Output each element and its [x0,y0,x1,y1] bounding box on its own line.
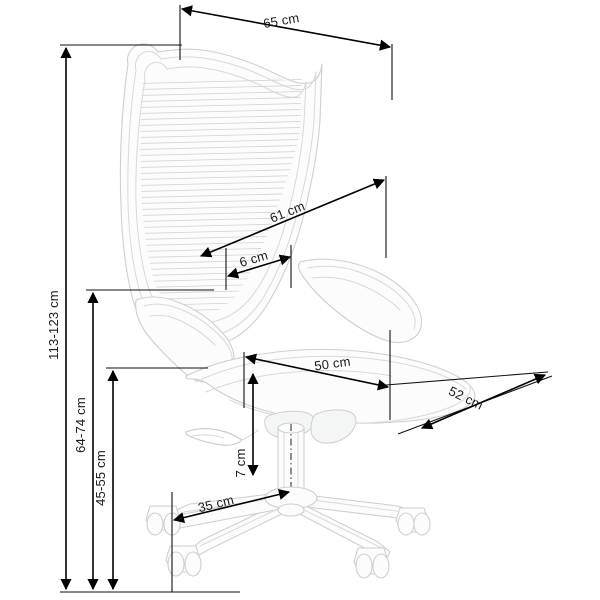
dimension-gas-lift-travel: 7 cm [233,372,259,478]
dim-label-seat-depth: 50 cm [313,354,351,374]
dimension-backrest-top-height: 64-74 cm [73,289,214,591]
dimension-seat-height: 45-55 cm [93,367,208,591]
castor-front-right [353,547,390,579]
dimension-overall-depth: 65 cm [179,5,393,100]
dim-label-total-height: 113-123 cm [46,290,61,360]
dim-label-backrest-top-height: 64-74 cm [73,397,88,453]
dim-label-overall-depth: 65 cm [262,10,300,31]
tilt-lever [184,428,259,446]
dimension-total-height: 113-123 cm [46,44,240,593]
chair-illustration [119,43,476,579]
dim-label-seat-height: 45-55 cm [93,450,108,506]
armrest-right [298,258,423,344]
armrest-left [135,296,235,383]
dimension-seat-depth: 50 cm [243,330,391,420]
dim-label-gas-lift-travel: 7 cm [233,449,248,478]
castor-front-left [165,545,202,577]
castor-right [395,507,431,536]
